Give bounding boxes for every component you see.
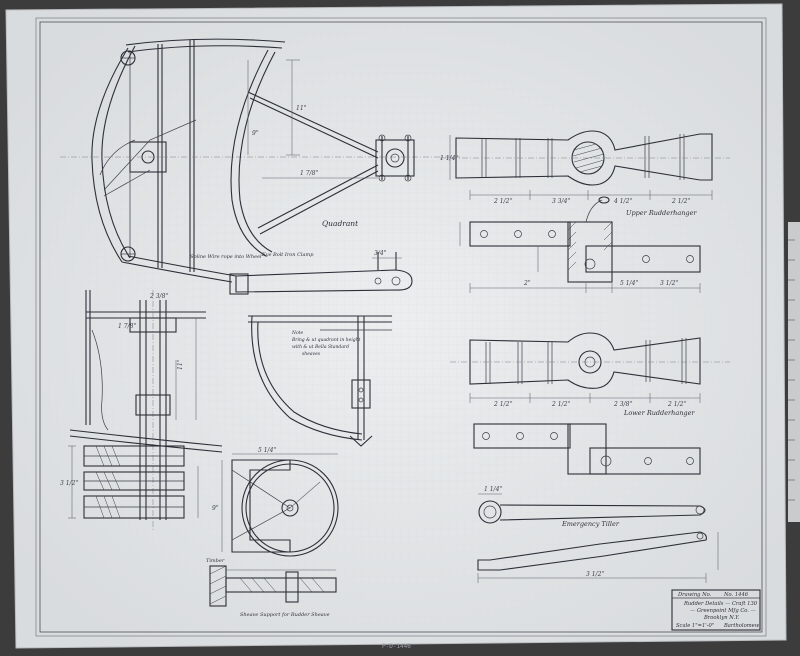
dim-text: 2 1/2" [493,198,512,205]
dim-text: 3 1/2" [586,571,604,578]
spline-note: Spline Wire rope into Wheel [190,254,262,260]
drill-note: Bring & ut quadrant in height [291,337,361,343]
drill-note: with & ut Bella Standard [292,344,349,350]
title-line2: — Greenpoint Mfg Co. — [690,608,756,614]
dim-text: 2 3/8" [613,401,632,408]
drawing-number: No. 1446 [723,592,749,598]
dim-text: 9" [212,505,219,512]
emergency-tiller-label: Emergency Tiller [561,520,620,528]
quadrant-plan: Note Bring & ut quadrant in height with … [248,315,392,447]
dim-text: 2 1/2" [551,401,570,408]
dim-text: 2 1/2" [667,401,686,408]
upper-rudderhanger-plan: 2" 5 1/4" 3 1/2" Upper Rudderhanger [459,196,701,293]
stern-frame-view [60,38,460,283]
dim-text: 1 1/4" [440,155,458,162]
dim-text: 3 1/2" [60,480,78,487]
dim-text: 2" [523,280,531,287]
scale-text: Scale 1"=1'-0" [676,623,714,629]
dim-text: 3 3/4" [552,198,570,205]
border-frame [39,21,763,633]
upper-rudderhanger-label: Upper Rudderhanger [626,209,697,217]
ruler-strip [788,222,800,522]
drill-note: sheaves [302,351,321,357]
drill-note: Note [291,330,303,336]
dim-text: 5 1/4" [620,280,638,287]
gudgeon-stack: 3 1/2" [60,445,199,519]
dim-text: 3/4" [374,250,387,257]
drawn-by: Bartholomew [723,623,760,629]
dim-text: 1 7/8" [300,170,318,177]
sheave-support: Timber Sheave Support for Rudder Sheave [206,558,337,618]
dim-text: 4 1/2" [613,198,632,205]
drawing-no-label: Drawing No. [677,592,712,598]
upper-rudderhanger: 2 1/2" 3 3/4" 4 1/2" 2 1/2" 1 1/4" [440,130,730,205]
dim-text: 11" [296,105,307,112]
lower-rudderhanger-plan: Lower Rudderhanger [473,409,701,475]
dim-text: 11" [177,359,184,370]
dim-text: 1 1/4" [484,486,502,493]
quadrant-label: Quadrant [322,219,359,228]
eyebolt-note: Eye Bolt Iron Clamp [261,252,314,258]
dim-text: 2 1/2" [493,401,512,408]
title-line3: Brooklyn N.Y. [703,615,740,621]
title-block: Drawing No. No. 1446 Rudder Details — Cr… [671,589,761,631]
lower-rudderhanger: 2 1/2" 2 1/2" 2 3/8" 2 1/2" [450,332,730,408]
timber-label: Timber [206,558,225,564]
archive-tag: P-D-1446 [382,643,411,650]
tiller-arm: 3/4" Spline Wire rope into Wheel Eye Bol… [190,250,413,295]
dim-text: 2 1/2" [671,198,690,205]
dim-text: 3 1/2" [660,280,678,287]
dim-text: 9" [252,130,259,137]
lower-rudderhanger-label: Lower Rudderhanger [623,409,695,417]
dim-text: 5 1/4" [258,447,276,454]
sheave-support-label: Sheave Support for Rudder Sheave [240,612,330,618]
title-text: Rudder Details — Craft 130 [683,601,758,607]
quadrant-view: 11" 9" 1 7/8" Quadrant [230,49,415,257]
dim-text: 1 7/8" [118,323,136,330]
dim-text: 2 3/8" [149,293,168,300]
emergency-tiller: 1 1/4" 3 1/2" Emergency Tiller [477,486,719,583]
sheave-wheel: 5 1/4" 9" [212,447,339,557]
